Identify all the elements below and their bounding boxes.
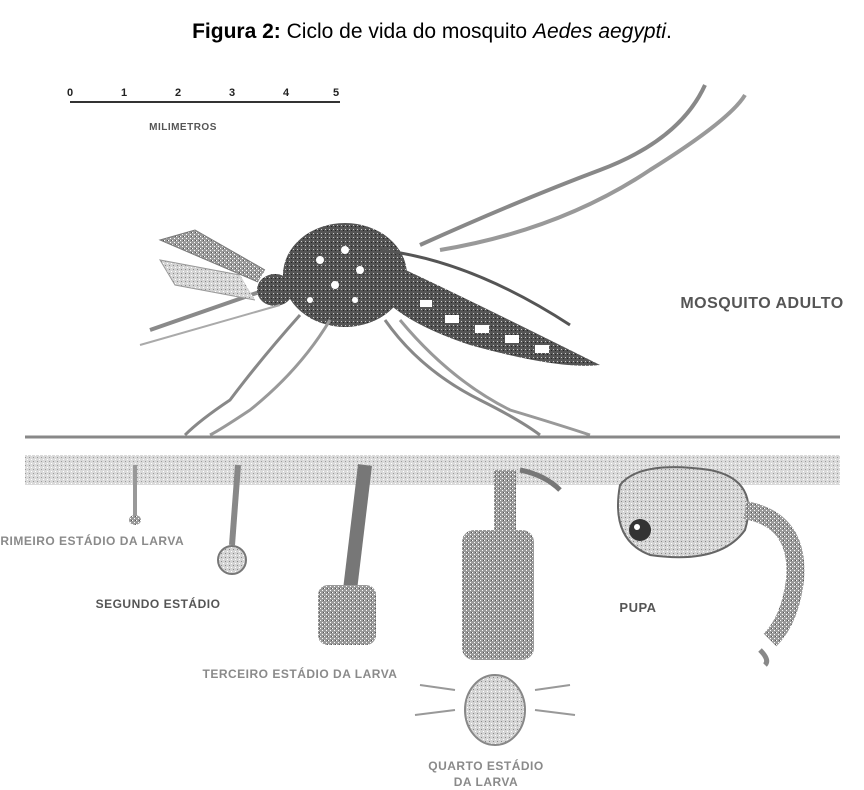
third-instar-larva	[318, 465, 376, 645]
scale-tick-5: 5	[333, 87, 339, 99]
caption-text: Ciclo de vida do mosquito	[281, 20, 533, 43]
scale-tick-2: 2	[175, 87, 181, 99]
caption-prefix: Figura 2:	[192, 20, 281, 43]
figure-caption: Figura 2: Ciclo de vida do mosquito Aede…	[0, 18, 864, 46]
label-second-instar: SEGUNDO ESTÁDIO	[96, 596, 221, 611]
label-fourth-instar-line2: DA LARVA	[454, 775, 518, 789]
label-first-instar: PRIMEIRO ESTÁDIO DA LARVA	[0, 533, 184, 548]
label-pupa: PUPA	[619, 600, 656, 615]
label-fourth-instar-line1: QUARTO ESTÁDIO	[428, 758, 543, 773]
fourth-instar-larva	[415, 470, 575, 745]
label-third-instar: TERCEIRO ESTÁDIO DA LARVA	[203, 666, 398, 681]
caption-suffix: .	[666, 20, 672, 43]
scale-tick-4: 4	[283, 87, 290, 99]
caption-species: Aedes aegypti	[533, 20, 666, 43]
scale-unit-label: MILIMETROS	[149, 122, 217, 133]
scale-tick-1: 1	[121, 87, 127, 99]
scale-tick-3: 3	[229, 87, 235, 99]
life-cycle-illustration: 0 1 2 3 4 5 MILIMETROS	[0, 50, 864, 790]
millimeter-scale: 0 1 2 3 4 5 MILIMETROS	[67, 87, 340, 133]
label-adult-mosquito: MOSQUITO ADULTO	[680, 295, 843, 312]
adult-mosquito	[140, 85, 745, 435]
scale-tick-0: 0	[67, 87, 73, 99]
pupa	[618, 467, 795, 665]
